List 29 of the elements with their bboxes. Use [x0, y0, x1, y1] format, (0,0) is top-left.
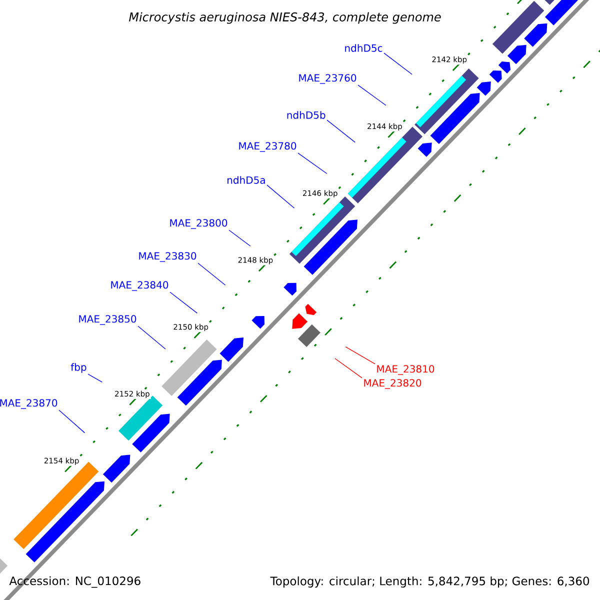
leader-line [266, 184, 295, 208]
leader-line [298, 152, 328, 174]
title: Microcystis aeruginosa NIES-843, complete genome [129, 12, 441, 24]
gene-label: MAE_23780 [239, 142, 296, 152]
leader-line [198, 262, 226, 286]
accession-label: Accession: NC_010296 [9, 576, 140, 588]
leader-line [384, 52, 412, 75]
gene-label: MAE_23840 [111, 281, 168, 291]
gene-label: ndhD5c [345, 44, 382, 52]
gene-label: MAE_23800 [170, 219, 228, 229]
leader-line [326, 120, 356, 143]
gene-label: ndhD5b [287, 111, 326, 119]
leader-line [58, 410, 86, 434]
leader-line [138, 326, 166, 350]
leader-line [88, 374, 103, 383]
leader-line [345, 346, 376, 364]
gene-label: MAE_23820 [364, 379, 422, 389]
leader-line [334, 358, 362, 378]
genome-info-label: Topology: circular; Length: 5,842,795 bp; Genes: 6,360 [270, 576, 590, 588]
gene-label: MAE_23870 [0, 399, 58, 409]
gene-label: MAE_23760 [299, 74, 356, 84]
leader-line [358, 84, 386, 106]
gene-label: fbp [70, 363, 86, 373]
gene-label: ndhD5a [228, 176, 265, 184]
gene-label: MAE_23810 [377, 365, 434, 375]
gene-label: MAE_23830 [139, 252, 196, 262]
leader-line [170, 292, 198, 314]
gene-label: MAE_23850 [79, 315, 136, 325]
leader-line [228, 230, 251, 246]
